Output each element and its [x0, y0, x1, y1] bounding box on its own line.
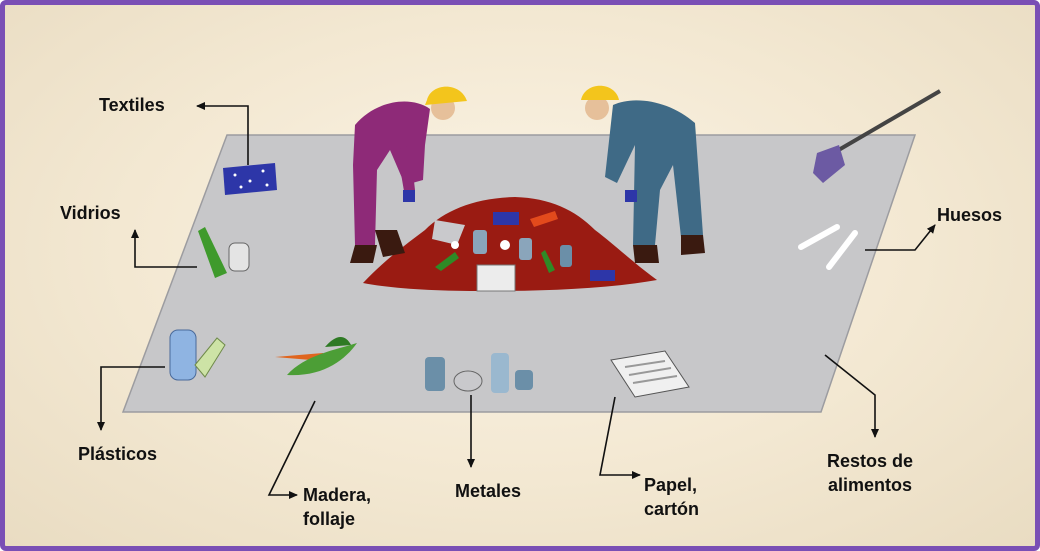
worker-right — [581, 85, 705, 263]
arrow-textiles — [196, 102, 249, 165]
plastic-bottles-icon — [169, 329, 226, 381]
leaves-carrot-icon — [275, 336, 357, 376]
tin-cans-icon — [425, 353, 533, 393]
glass-bottles-icon — [198, 227, 250, 278]
arrow-huesos — [865, 224, 936, 251]
diagram-canvas — [97, 85, 942, 499]
arrow-vidrios — [131, 229, 197, 268]
label-papel: Papel, cartón — [644, 475, 700, 519]
arrow-papel — [599, 396, 641, 479]
label-huesos: Huesos — [937, 205, 1003, 225]
label-vidrios: Vidrios — [60, 203, 121, 223]
textile-cloth-icon — [223, 163, 277, 195]
newspapers-icon — [610, 350, 690, 398]
label-madera: Madera, follaje — [303, 485, 372, 529]
label-metales: Metales — [455, 481, 522, 501]
arrow-plasticos — [97, 366, 165, 431]
label-plasticos: Plásticos — [78, 444, 158, 464]
shovel-icon — [813, 89, 942, 183]
worker-left — [350, 86, 467, 263]
bones-icon — [798, 224, 858, 270]
arrow-madera — [267, 400, 316, 499]
arrow-restos — [824, 354, 879, 438]
label-textiles: Textiles — [99, 95, 165, 115]
label-restos: Restos de alimentos — [827, 451, 914, 495]
waste-pile — [363, 197, 657, 292]
